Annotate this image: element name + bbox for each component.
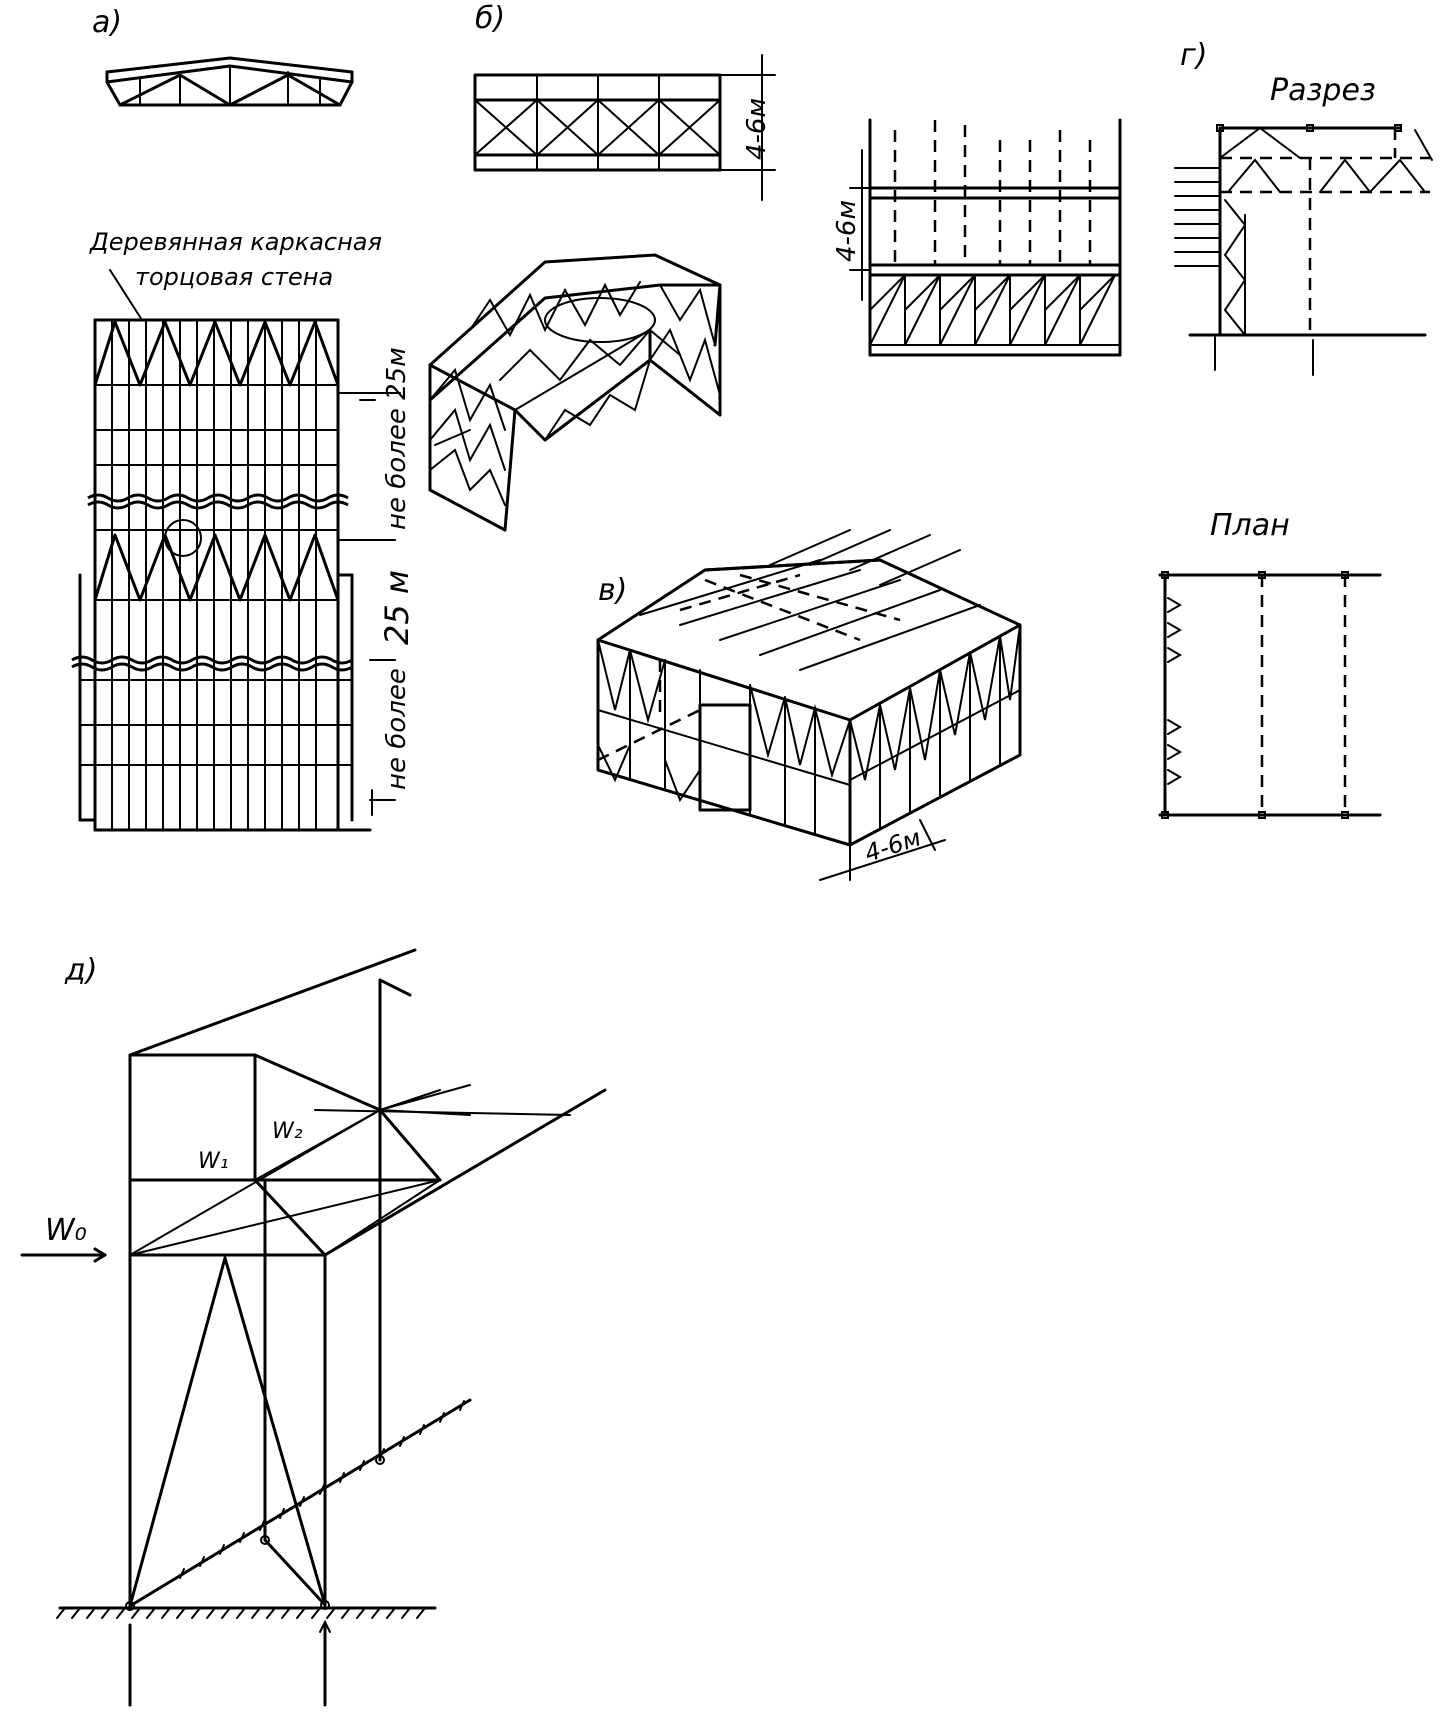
support-symbols (1167, 597, 1182, 785)
fig-mid-bracing (849, 118, 1122, 357)
label-span25: 25 м (378, 570, 416, 645)
label-w2: W₂ (272, 1119, 303, 1144)
label-d: д) (64, 953, 97, 988)
label-max25-bottom: не более (382, 668, 412, 790)
label-plan: План (1210, 508, 1290, 543)
label-a: а) (92, 5, 122, 40)
fig-d-wind (20, 948, 607, 1707)
label-w0: W₀ (45, 1213, 87, 1248)
label-w1: W₁ (198, 1149, 229, 1174)
fig-a-truss (105, 56, 354, 107)
label-dim-v: 4-6м (861, 823, 924, 867)
label-dim-b: 4-6м (742, 98, 772, 160)
fig-g-plan (1158, 571, 1382, 819)
fig-g-section (1174, 124, 1433, 376)
label-v: в) (598, 573, 627, 608)
label-b: б) (475, 1, 505, 36)
label-end-wall-1: Деревянная каркасная (89, 228, 382, 256)
fig-v-building (596, 529, 1022, 881)
label-end-wall-2: торцовая стена (135, 263, 333, 291)
label-dim-mid: 4-6м (832, 200, 862, 262)
wind-arrows (1174, 167, 1221, 267)
fig-b-isometric (428, 253, 722, 532)
label-g: г) (1180, 38, 1207, 73)
joists (111, 319, 317, 831)
fig-b-plan (473, 54, 776, 201)
label-max25-top: не более 25м (382, 347, 412, 530)
label-section: Разрез (1270, 73, 1376, 108)
fig-a-plan (71, 269, 401, 832)
